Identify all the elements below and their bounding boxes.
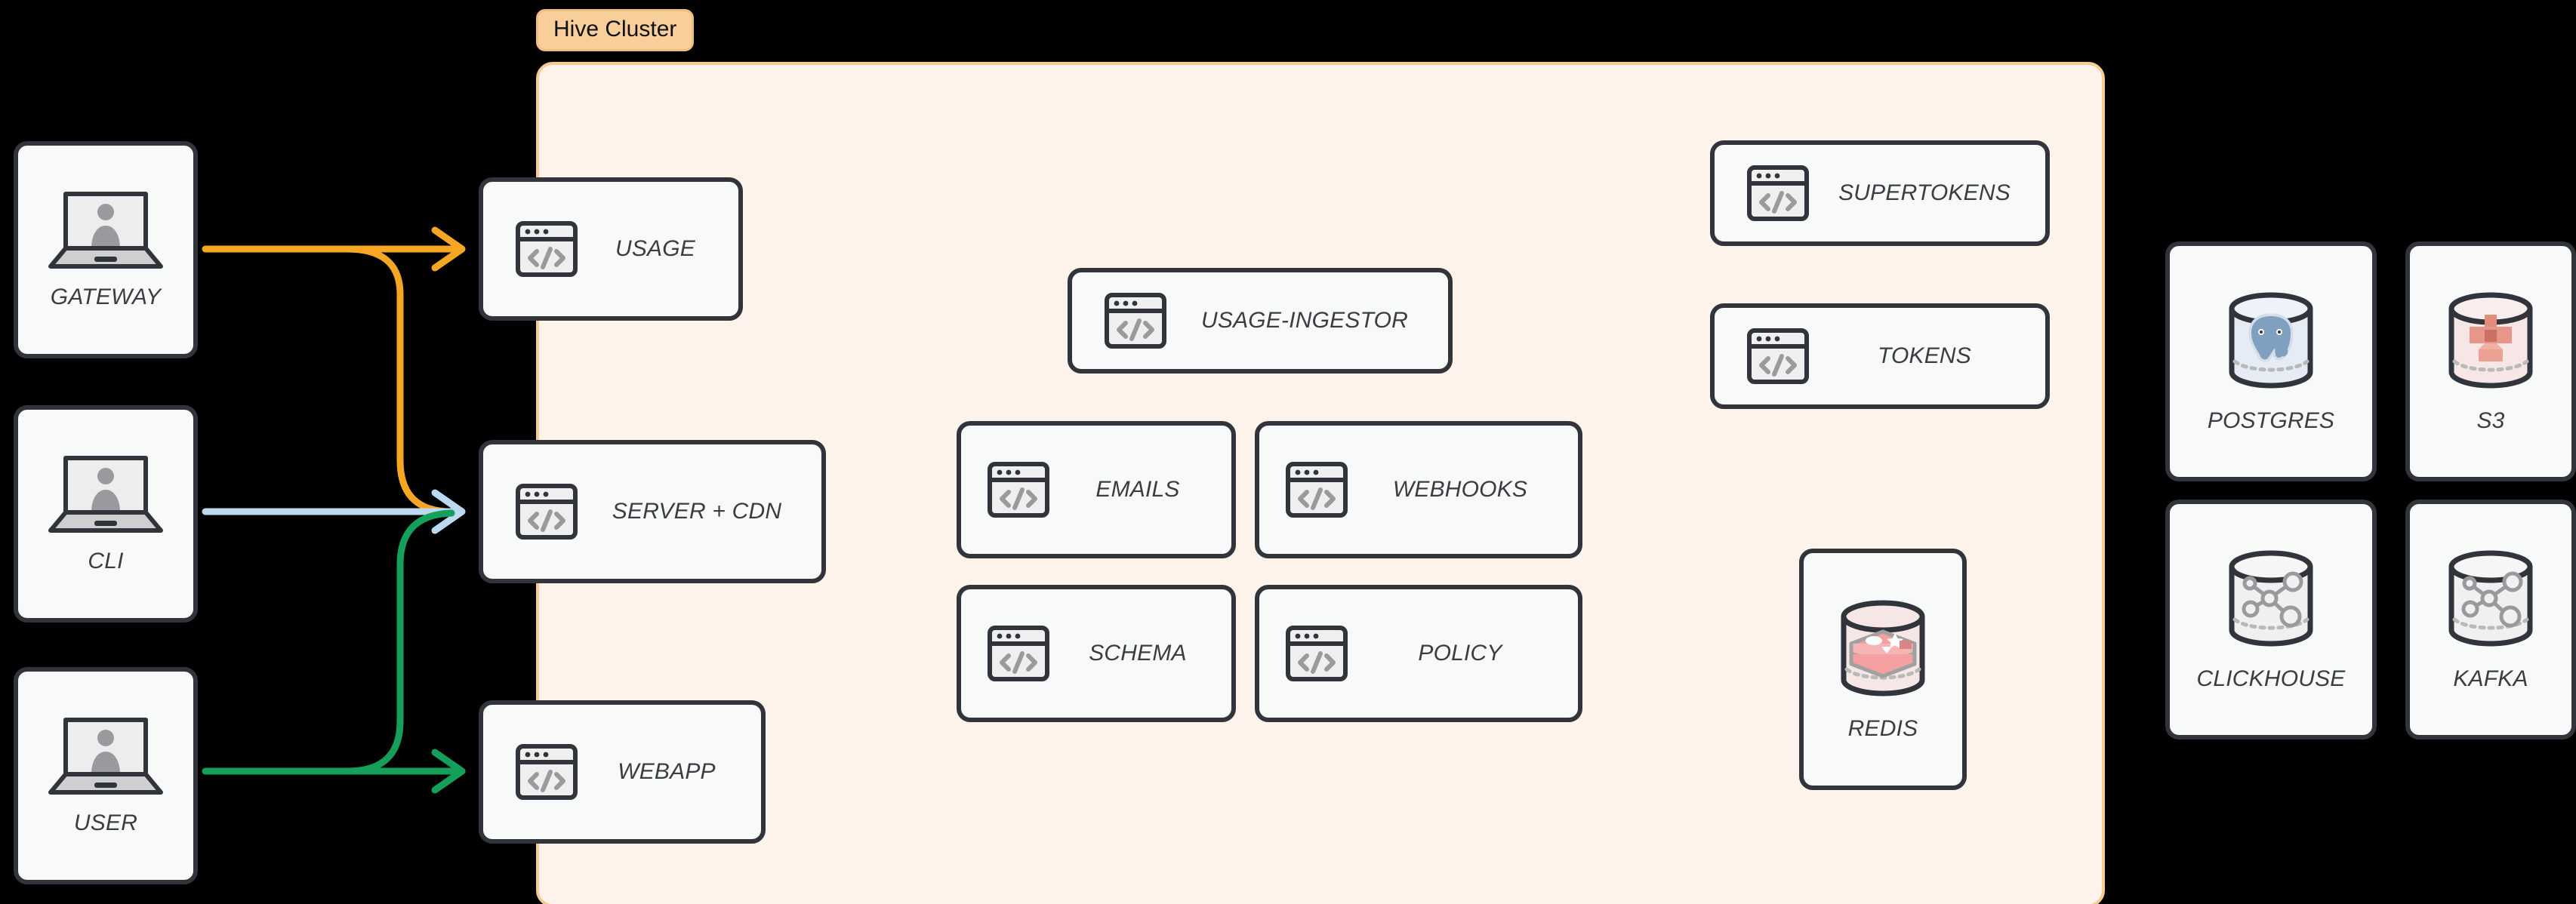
node-label: WEBAPP [618,759,716,784]
node-gateway[interactable]: GATEWAY [14,141,198,358]
node-usage[interactable]: USAGE [479,177,743,321]
node-label: KAFKA [2453,666,2528,691]
node-label: POLICY [1418,641,1502,666]
node-kafka[interactable]: KAFKA [2405,500,2576,739]
code-window-icon [1259,461,1348,518]
code-window-icon [483,743,578,801]
code-window-icon [1715,327,1810,385]
code-window-icon [961,625,1050,682]
arrow-gateway-to-usage [431,226,466,272]
node-usage-ingestor[interactable]: USAGE-INGESTOR [1068,268,1453,374]
node-label: USAGE-INGESTOR [1201,308,1408,333]
generic-database-icon [2438,547,2544,650]
code-window-icon [1259,625,1348,682]
node-label: WEBHOOKS [1392,477,1528,502]
code-window-icon [961,461,1050,518]
laptop-user-icon [48,189,164,271]
arrow-user-to-webapp [431,749,466,794]
node-label: USAGE [615,236,696,261]
node-policy[interactable]: POLICY [1255,585,1582,722]
node-webapp[interactable]: WEBAPP [479,700,766,844]
code-window-icon [483,220,578,278]
code-window-icon [1072,292,1167,349]
node-label: USER [73,810,138,835]
node-redis[interactable]: REDIS [1799,549,1967,790]
arrow-cli-to-server-cdn [431,489,466,534]
code-window-icon [483,483,578,540]
wire-user-to-server-cdn [344,509,455,775]
node-label: REDIS [1847,716,1918,741]
node-label: SCHEMA [1089,641,1187,666]
node-label: GATEWAY [50,284,162,309]
wire-gateway-to-server-cdn [344,245,455,515]
node-postgres[interactable]: POSTGRES [2165,241,2377,481]
node-schema[interactable]: SCHEMA [957,585,1236,722]
node-supertokens[interactable]: SUPERTOKENS [1710,140,2050,246]
s3-database-icon [2438,289,2544,392]
hive-cluster-label: Hive Cluster [536,9,695,51]
node-label: S3 [2476,408,2505,433]
node-label: CLICKHOUSE [2196,666,2346,691]
node-emails[interactable]: EMAILS [957,421,1236,558]
postgres-database-icon [2218,289,2324,392]
node-server-cdn[interactable]: SERVER + CDN [479,440,826,583]
laptop-user-icon [48,454,164,535]
node-webhooks[interactable]: WEBHOOKS [1255,421,1582,558]
node-cli[interactable]: CLI [14,405,198,623]
node-s3[interactable]: S3 [2405,241,2576,481]
node-tokens[interactable]: TOKENS [1710,303,2050,409]
laptop-user-icon [48,715,164,797]
node-label: POSTGRES [2207,408,2335,433]
node-label: SERVER + CDN [612,499,782,524]
node-clickhouse[interactable]: CLICKHOUSE [2165,500,2377,739]
node-label: TOKENS [1877,343,1971,368]
node-label: CLI [88,549,124,573]
node-user[interactable]: USER [14,667,198,884]
generic-database-icon [2218,547,2324,650]
code-window-icon [1715,165,1810,222]
node-label: EMAILS [1095,477,1180,502]
redis-database-icon [1830,597,1936,700]
node-label: SUPERTOKENS [1838,180,2011,205]
